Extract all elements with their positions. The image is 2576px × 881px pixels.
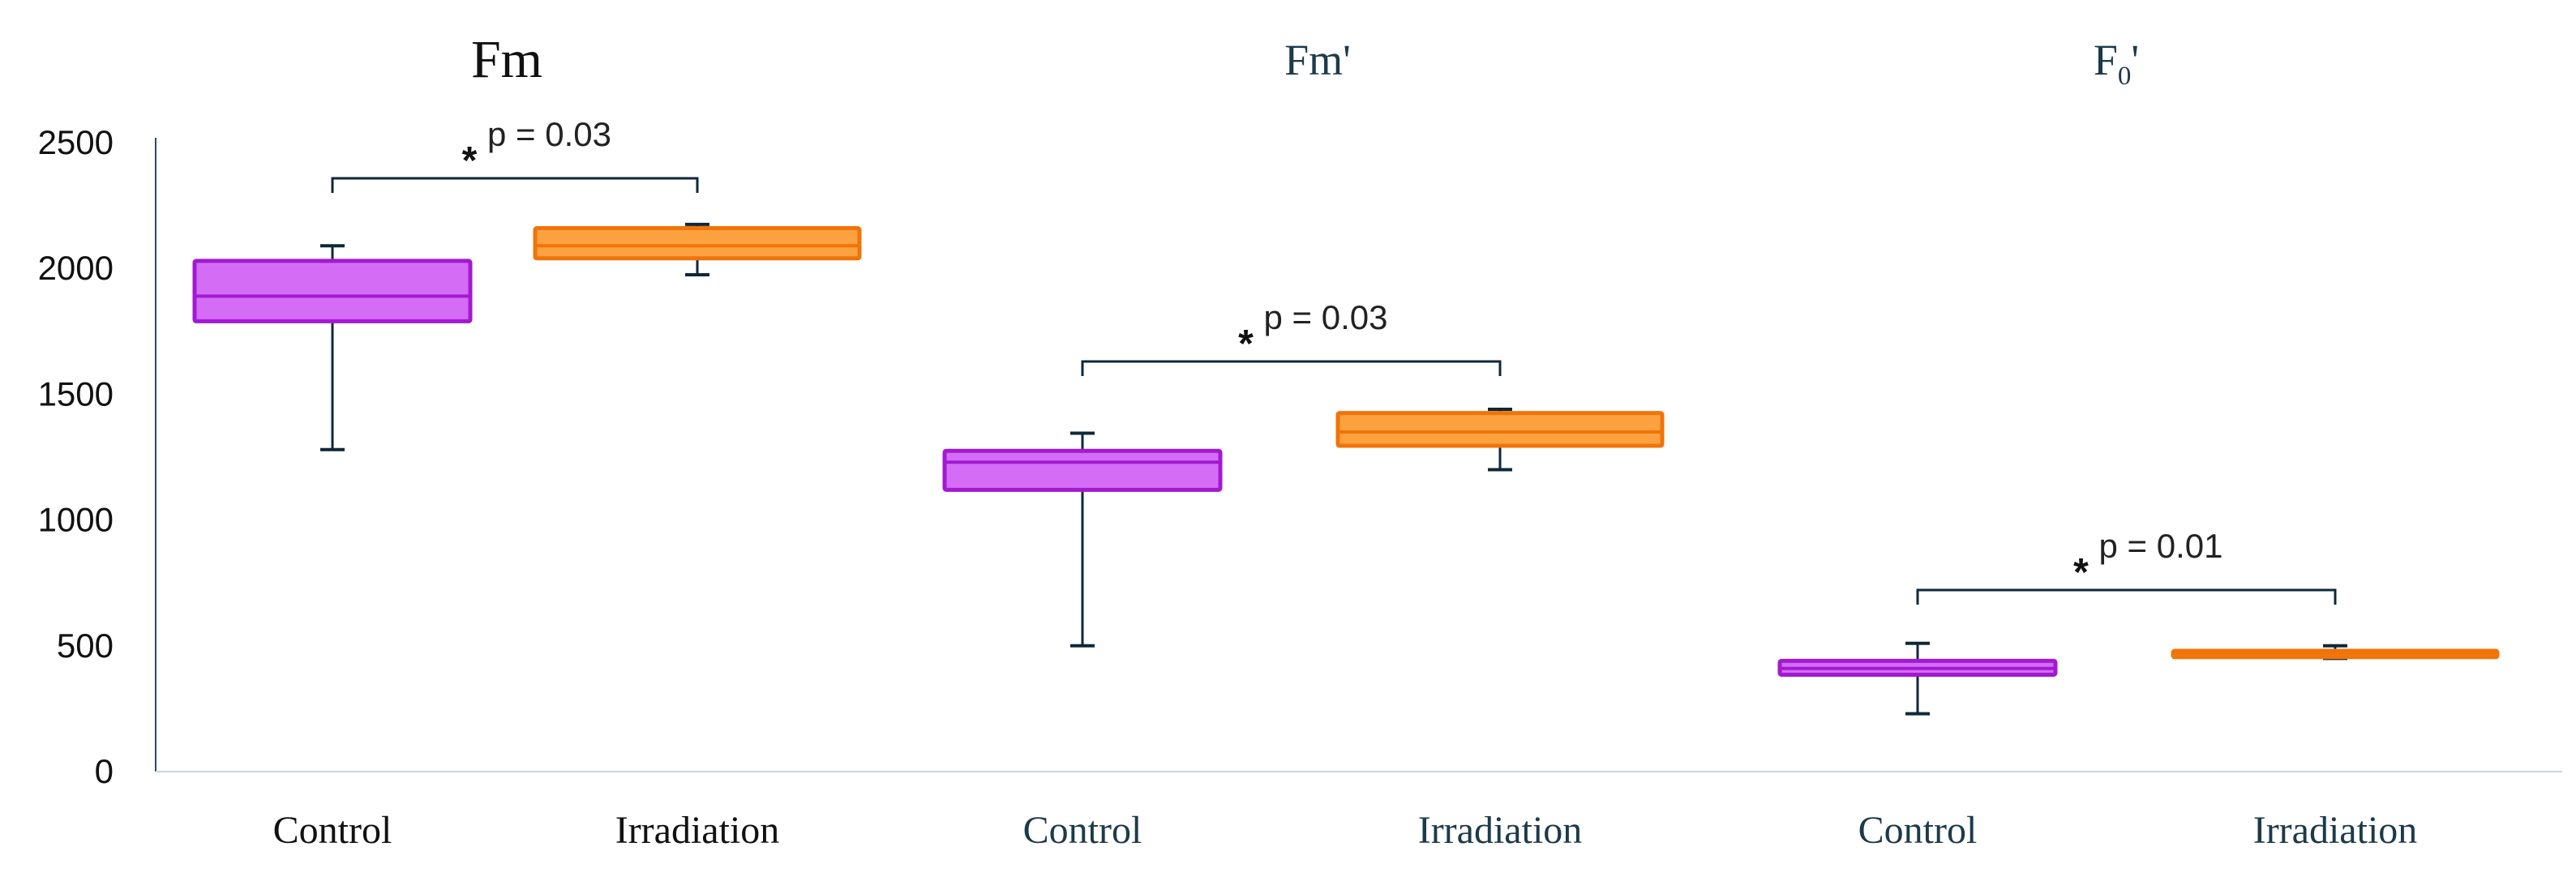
category-label: Control bbox=[1858, 809, 1978, 852]
category-label: Irradiation bbox=[1418, 809, 1583, 852]
panel-title: Fm bbox=[471, 30, 542, 89]
y-tick-label: 1000 bbox=[38, 501, 114, 539]
y-tick-label: 500 bbox=[57, 627, 114, 665]
y-tick-label: 1500 bbox=[38, 374, 114, 413]
significance-star: * bbox=[462, 139, 478, 182]
panel-title-main: F bbox=[2094, 36, 2118, 84]
panel-title: F0' bbox=[2094, 36, 2139, 91]
category-label: Control bbox=[273, 809, 392, 852]
control-box bbox=[942, 448, 1223, 492]
y-tick-label: 0 bbox=[95, 752, 114, 790]
significance-star: * bbox=[2073, 551, 2089, 594]
significance-star: * bbox=[1238, 323, 1254, 366]
irradiation-box bbox=[533, 226, 862, 261]
category-label: Irradiation bbox=[2253, 809, 2418, 852]
y-tick-label: 2500 bbox=[38, 123, 114, 161]
significance-bracket bbox=[1916, 588, 2337, 605]
significance-bracket bbox=[331, 177, 699, 193]
y-tick-label: 2000 bbox=[38, 249, 114, 287]
p-value-label: p = 0.01 bbox=[2099, 527, 2223, 565]
significance-bracket bbox=[1081, 360, 1502, 376]
category-label: Irradiation bbox=[615, 809, 780, 852]
control-box bbox=[192, 259, 473, 323]
irradiation-box bbox=[1335, 411, 1665, 448]
panel-title-subscript: 0 bbox=[2118, 62, 2132, 91]
panel-title-prime: ' bbox=[2131, 36, 2139, 84]
category-label: Control bbox=[1023, 809, 1142, 852]
p-value-label: p = 0.03 bbox=[1264, 298, 1388, 336]
p-value-label: p = 0.03 bbox=[487, 115, 611, 153]
panel-title: Fm' bbox=[1284, 36, 1351, 84]
